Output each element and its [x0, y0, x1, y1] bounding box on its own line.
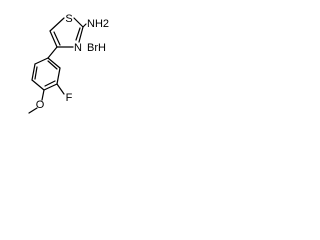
oxygen-label: O — [36, 99, 45, 111]
bond-ar-inner-a — [34, 66, 38, 80]
amine-label: NH2 — [87, 18, 109, 30]
bond-c5-c4 — [49, 30, 58, 48]
bond-c5-c4-inner — [53, 31, 61, 46]
bond-ar-3 — [31, 79, 45, 91]
chemical-structure-diagram: S N NH2 BrH F O — [28, 13, 109, 114]
bond-c4-phenyl — [47, 46, 58, 59]
sulfur-label: S — [65, 13, 72, 25]
salt-label: BrH — [87, 42, 106, 54]
phenyl-ring — [31, 57, 61, 91]
bond-ar-6 — [47, 57, 61, 69]
bond-s-c2 — [73, 17, 84, 28]
bond-ar-2 — [31, 63, 36, 81]
bond-c2-nh2 — [82, 23, 87, 28]
bond-s-c5 — [49, 17, 65, 32]
thiazole-ring — [49, 17, 84, 48]
bond-n3-c2 — [78, 26, 84, 43]
fluorine-label: F — [66, 92, 73, 104]
bond-ar-inner-b — [44, 80, 56, 87]
ring-nitrogen-label: N — [74, 42, 82, 54]
bond-ar-inner-c — [47, 60, 58, 70]
bond-ar-f — [56, 83, 65, 95]
bond-ar-o — [41, 89, 45, 101]
bond-o-ch3 — [28, 107, 38, 114]
bond-n3-c2-inner — [75, 27, 81, 41]
bond-ar-1 — [34, 57, 49, 65]
bond-ar-5 — [56, 67, 61, 85]
bond-ar-4 — [43, 83, 58, 91]
